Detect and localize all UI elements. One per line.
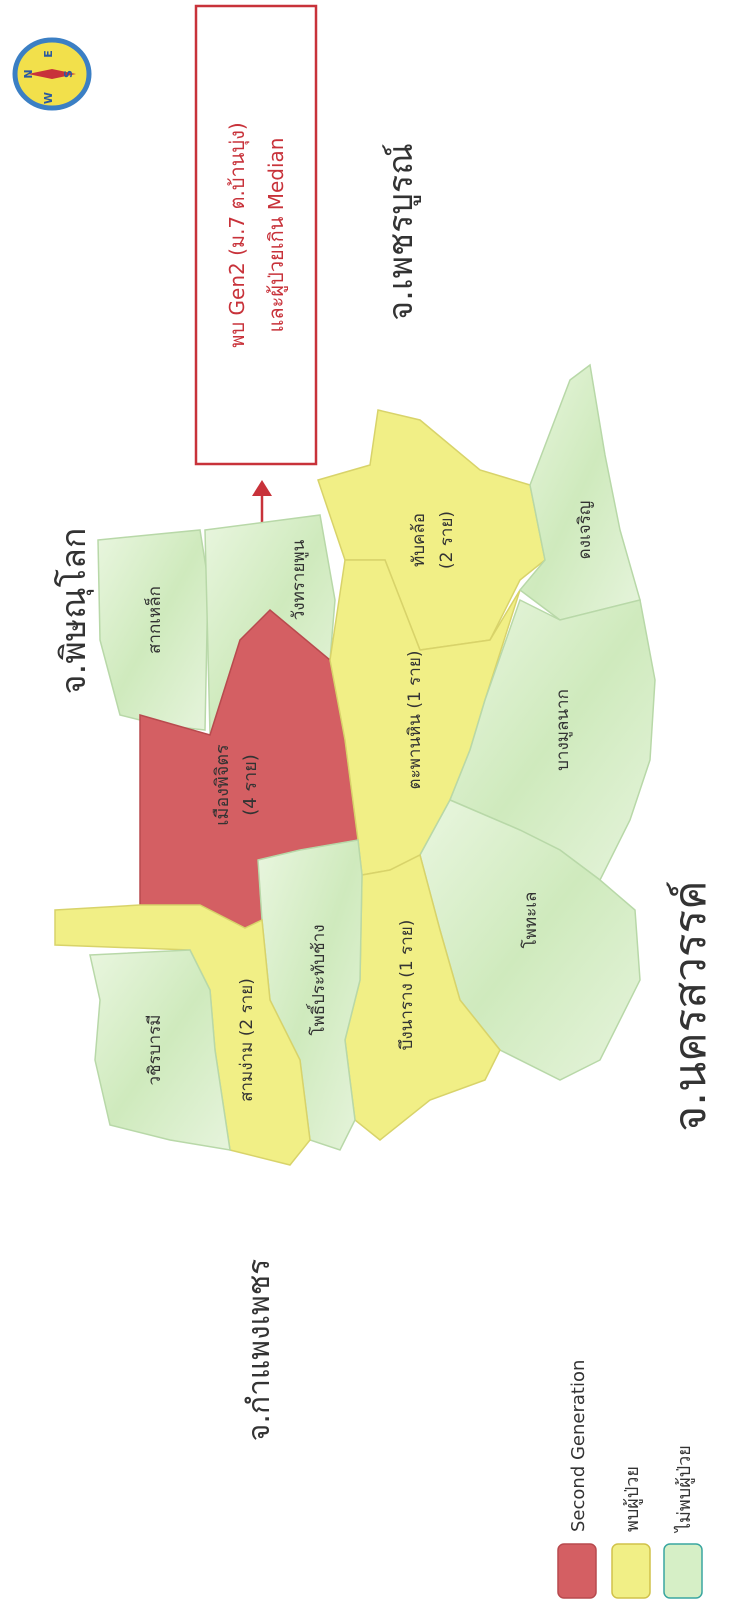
province-label-phitsanulok: จ.พิษณุโลก [54, 528, 94, 695]
label-sak-lek: สากเหล็ก [143, 586, 165, 654]
legend-swatch-none [663, 1543, 703, 1599]
callout-box: พบ Gen2 (ม.7 ต.บ้านบุ่ง) และผู้ป่วยเกิน … [194, 4, 318, 466]
label-wang-sai-phun: วังทรายพูน [289, 539, 309, 620]
callout-line-1: พบ Gen2 (ม.7 ต.บ้านบุ่ง) [225, 122, 250, 347]
label-mueang-phichit: เมืองพิจิตร [212, 744, 233, 826]
district-labels: สากเหล็ก วังทรายพูน เมืองพิจิตร (4 ราย) … [143, 501, 595, 1102]
svg-text:W: W [42, 92, 55, 104]
label-dong-charoen: ดงเจริญ [575, 501, 595, 560]
callout-line-2: และผู้ป่วยเกิน Median [264, 138, 289, 333]
label-wachirabarami: วชิรบารมี [145, 1015, 165, 1086]
label-taphan-hin: ตะพานหิน (1 ราย) [405, 651, 425, 790]
svg-text:S: S [62, 70, 75, 78]
label-thap-khlo: ทับคล้อ [409, 513, 429, 567]
district-dong-charoen[interactable] [518, 363, 641, 621]
province-label-phetchabun: จ.เพชรบูรณ์ [381, 143, 421, 321]
svg-text:E: E [42, 50, 55, 58]
label-pho-prathap-chang: โพธิ์ประทับช้าง [306, 924, 329, 1035]
label-bueng-na-rang: บึงนาราง (1 ราย) [397, 920, 417, 1051]
district-wachirabarami[interactable] [89, 949, 231, 1151]
svg-text:N: N [22, 69, 35, 78]
district-shapes [54, 363, 656, 1166]
province-label-kamphaengphet: จ.กำแพงเพชร [242, 1259, 277, 1441]
legend-swatch-gen2 [557, 1543, 597, 1599]
label-bang-mun-nak: บางมูลนาก [553, 689, 573, 771]
label-pho-thale: โพทะเล [520, 892, 541, 949]
label-mueang-phichit-cases: (4 ราย) [240, 754, 261, 816]
label-sam-ngam: สามง่าม (2 ราย) [237, 978, 257, 1102]
compass-icon: N S E W [12, 37, 92, 111]
legend-label-gen2: Second Generation [568, 1360, 589, 1532]
legend-label-none: ไม่พบผู้ป่วย [673, 1445, 695, 1534]
legend-swatch-cases [611, 1543, 651, 1599]
label-thap-khlo-cases: (2 ราย) [437, 511, 457, 569]
province-label-nakhonsawan: จ.นครสวรรค์ [665, 880, 716, 1131]
legend: Second Generation พบผู้ป่วย ไม่พบผู้ป่วย [557, 1360, 703, 1599]
legend-label-cases: พบผู้ป่วย [622, 1466, 643, 1532]
